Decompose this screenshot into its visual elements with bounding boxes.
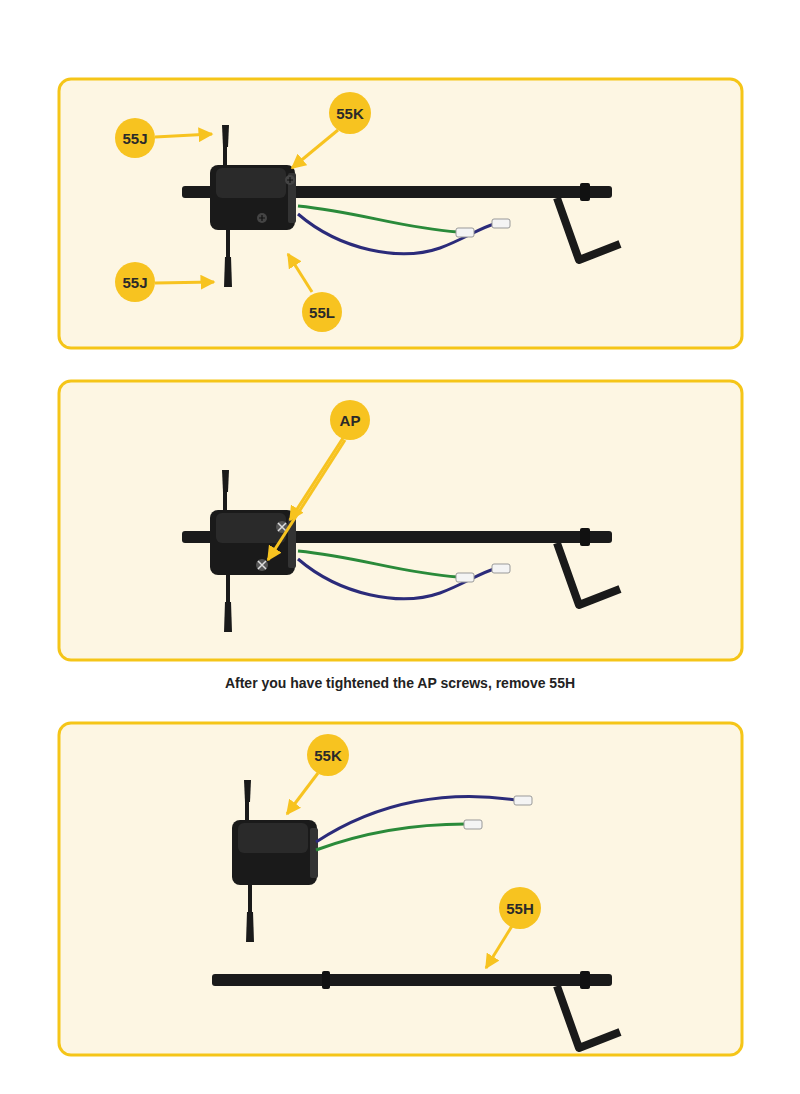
callout-circle: 55K bbox=[307, 734, 349, 776]
panel bbox=[59, 79, 742, 348]
callout-number: 55K bbox=[314, 747, 342, 764]
leader-arrows bbox=[155, 130, 512, 968]
callout-circle: 55J bbox=[115, 118, 155, 158]
callout-circle: 55H bbox=[499, 887, 541, 929]
panel bbox=[59, 723, 742, 1055]
steering-column-55h bbox=[212, 971, 620, 1048]
callout-circle: 55L bbox=[302, 292, 342, 332]
switch-assembly bbox=[232, 780, 532, 942]
panel bbox=[59, 381, 742, 660]
callout-number: 55L bbox=[309, 304, 335, 321]
callout-number: 55H bbox=[506, 900, 534, 917]
callout-number: AP bbox=[340, 412, 361, 429]
instruction-note: After you have tightened the AP screws, … bbox=[0, 675, 800, 691]
callout-circle: 55J bbox=[115, 262, 155, 302]
callout-circle: AP bbox=[330, 400, 370, 440]
column-assembly bbox=[182, 125, 620, 287]
callout-number: 55K bbox=[336, 105, 364, 122]
callout-number: 55J bbox=[122, 274, 147, 291]
column-assembly bbox=[182, 470, 620, 632]
callout-circle: 55K bbox=[329, 92, 371, 134]
callout-number: 55J bbox=[122, 130, 147, 147]
